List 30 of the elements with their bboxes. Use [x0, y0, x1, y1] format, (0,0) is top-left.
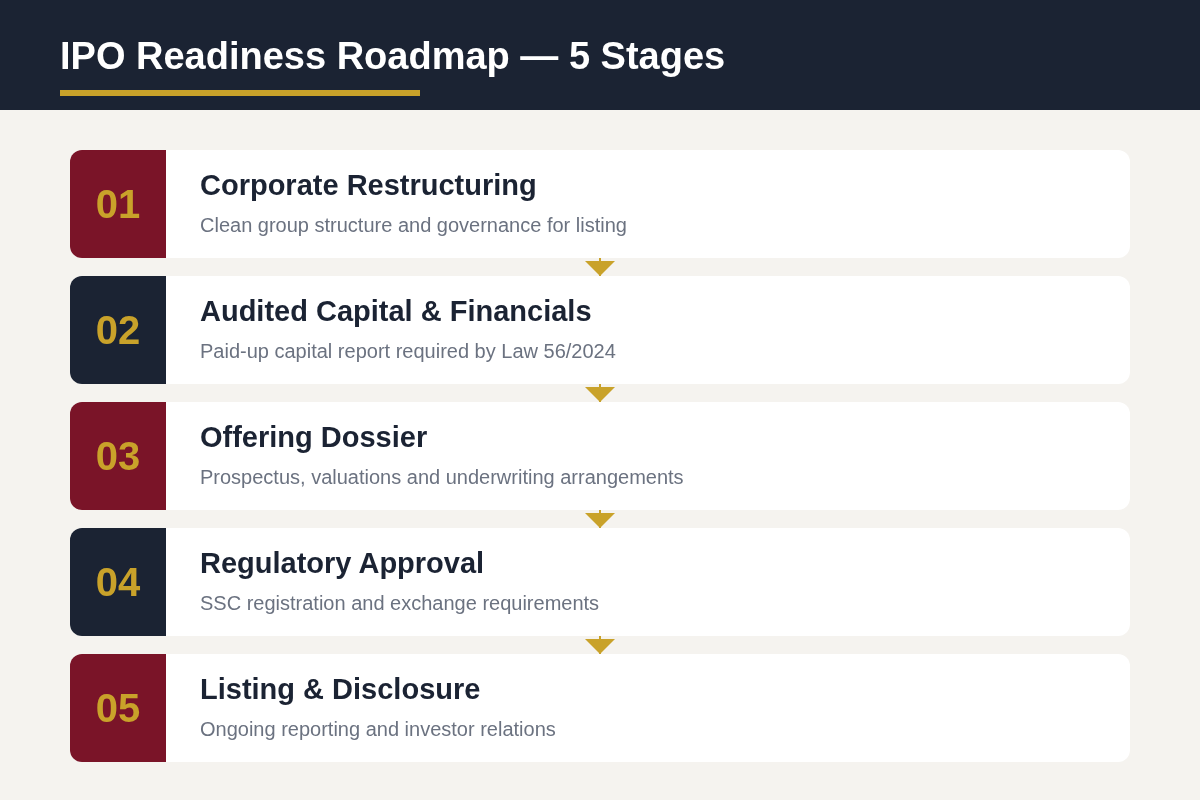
flow-arrow — [585, 257, 615, 277]
stage-number: 02 — [95, 307, 141, 353]
stage-card — [70, 150, 1130, 258]
stage-description: Ongoing reporting and investor relations — [200, 718, 556, 740]
stage-number: 04 — [95, 559, 141, 605]
stage-card — [70, 654, 1130, 762]
stage-card — [70, 528, 1130, 636]
number-tile — [70, 654, 166, 762]
stage-description: Prospectus, valuations and underwriting arrangements — [200, 466, 684, 488]
flow-arrow — [585, 383, 615, 403]
stage-card — [70, 276, 1130, 384]
stage-description: SSC registration and exchange requirements — [200, 592, 600, 614]
number-tile — [70, 150, 166, 258]
stage-title: Listing & Disclosure — [200, 673, 481, 705]
number-tile — [70, 528, 166, 636]
flow-arrow — [585, 635, 615, 655]
stage-title: Regulatory Approval — [200, 547, 485, 579]
stage-number: 03 — [95, 433, 141, 479]
stage-title: Corporate Restructuring — [200, 169, 537, 201]
stage-description: Paid-up capital report required by Law 56/2024 — [200, 340, 616, 362]
stage-description: Clean group structure and governance for listing — [200, 214, 627, 236]
stage-number: 01 — [95, 181, 141, 227]
number-tile — [70, 276, 166, 384]
stage-card — [70, 402, 1130, 510]
flow-arrow — [585, 509, 615, 529]
stage-number: 05 — [95, 685, 141, 731]
stage-title: Audited Capital & Financials — [200, 295, 592, 327]
page-title: IPO Readiness Roadmap — 5 Stages — [60, 34, 726, 78]
stage-title: Offering Dossier — [200, 421, 428, 453]
number-tile — [70, 402, 166, 510]
